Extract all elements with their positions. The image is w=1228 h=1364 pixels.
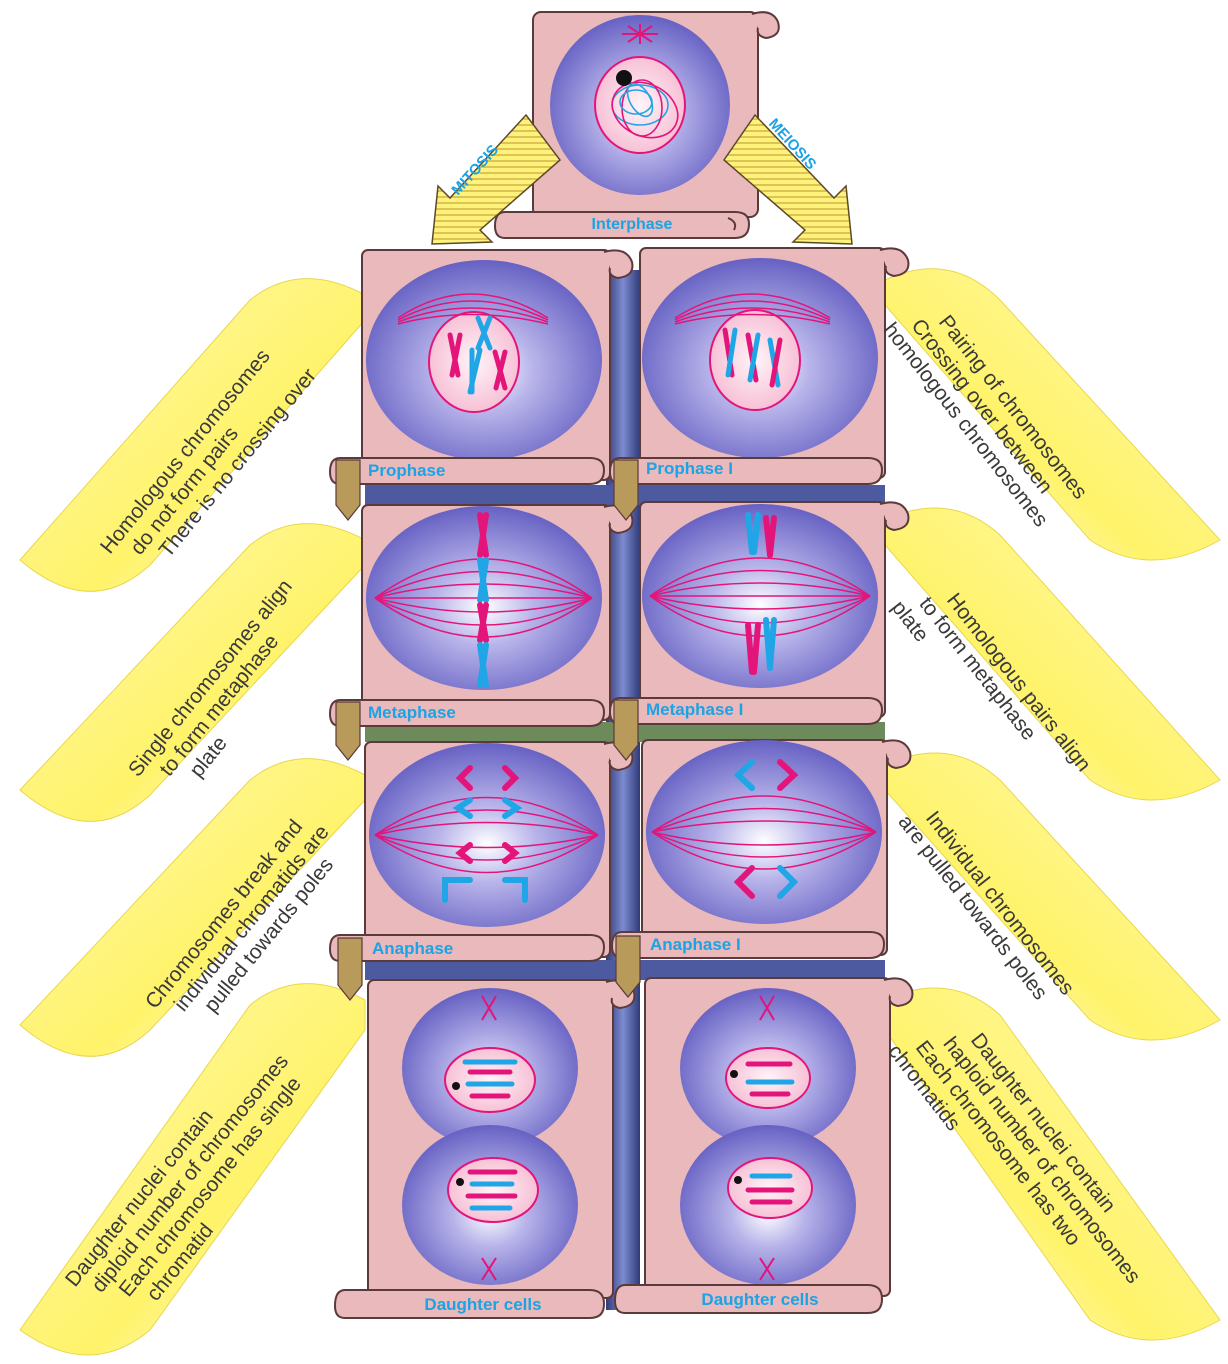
mitosis-daughter-card: Daughter cells [333, 979, 636, 1319]
arrow-down-icon [613, 459, 639, 521]
chromosomes [733, 759, 799, 899]
meiosis-prophase-label: Prophase I [646, 459, 733, 478]
chromosomes [722, 327, 783, 388]
nucleolus [616, 70, 632, 86]
chromosomes [462, 1059, 518, 1211]
chromosomes [745, 1061, 795, 1205]
meiosis-anaphase-card: Anaphase I [610, 739, 912, 959]
meiosis-metaphase-label: Metaphase I [646, 700, 743, 719]
interphase-scroll [493, 211, 751, 239]
nucleus [725, 1047, 811, 1109]
chromatids [442, 765, 528, 903]
left-ribbons [19, 278, 366, 1356]
spindle [651, 795, 877, 870]
meiosis-metaphase-card: Metaphase I [608, 501, 910, 725]
mitosis-prophase-label: Prophase [368, 461, 445, 480]
mitosis-prophase-card: Prophase [328, 249, 634, 485]
ribbon-right-metaphase [884, 507, 1221, 801]
ribbon-left-daughter [19, 983, 366, 1356]
mitosis-metaphase-card: Metaphase [328, 504, 634, 727]
arrow-down-icon [335, 701, 361, 761]
cell [369, 743, 605, 927]
interphase-card: Interphase [493, 11, 780, 239]
nucleus [447, 1157, 539, 1223]
arrow-down-icon [335, 459, 361, 521]
mitosis-anaphase-card: Anaphase [328, 741, 634, 962]
meiosis-prophase-card: Prophase I [608, 247, 910, 485]
spindle [374, 796, 599, 874]
mitosis-anaphase-label: Anaphase [372, 939, 453, 958]
ribbon-left-anaphase [19, 758, 366, 1057]
ribbon-left-metaphase [19, 523, 366, 822]
chromosomes [745, 512, 777, 675]
ribbon-left-prophase [19, 278, 366, 592]
ribbon-right-prophase [884, 268, 1221, 561]
chromosomes [477, 512, 489, 688]
centrosome [622, 24, 658, 44]
meiosis-daughter-label: Daughter cells [701, 1290, 818, 1309]
chromatin-coils [611, 79, 679, 139]
ribbon-right-anaphase [884, 752, 1221, 1041]
meiosis-anaphase-label: Anaphase I [650, 935, 741, 954]
spindle [397, 293, 549, 325]
spindle [674, 293, 831, 325]
nucleus [444, 1047, 536, 1113]
ribbon-right-daughter [884, 987, 1221, 1341]
stage-arrows [335, 459, 641, 1001]
interphase-nucleus [594, 56, 686, 154]
cell [646, 740, 882, 924]
arrow-down-icon [613, 699, 639, 761]
arrow-down-icon [337, 937, 363, 1001]
mitosis-daughter-label: Daughter cells [424, 1295, 541, 1314]
mitosis-metaphase-label: Metaphase [368, 703, 456, 722]
arrow-down-icon [615, 935, 641, 998]
meiosis-daughter-card: Daughter cells [613, 977, 914, 1314]
right-ribbons [884, 268, 1221, 1341]
interphase-label: Interphase [592, 216, 673, 233]
chromosomes [447, 315, 508, 395]
